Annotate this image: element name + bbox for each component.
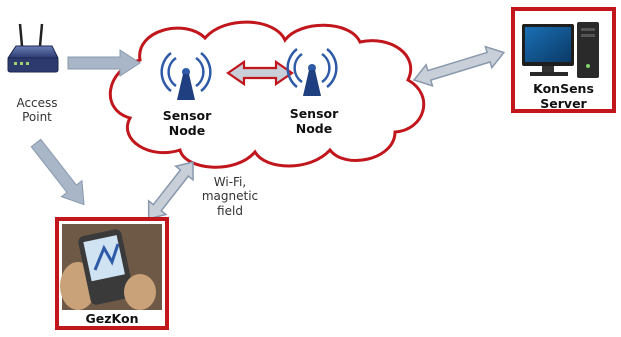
access-point-label-line2: Point (22, 110, 52, 125)
arrow-cloud-to-server (412, 45, 506, 87)
arrow-node-to-node (226, 59, 294, 87)
network-cloud (108, 20, 426, 169)
link-label-line3: field (217, 203, 243, 218)
link-label-line1: Wi-Fi, (213, 175, 247, 189)
phone-label-text: GezKon (85, 311, 139, 326)
sensor-node-left-label-line1: Sensor (162, 108, 212, 123)
phone-label: GezKon (57, 311, 167, 326)
sensor-node-right-label: Sensor Node (287, 106, 341, 136)
sensor-node-right-label-line1: Sensor (289, 106, 339, 121)
arrow-cloud-to-phone (147, 161, 194, 220)
server-label-line2: Server (540, 96, 587, 111)
arrow-ap-to-cloud (67, 49, 141, 77)
sensor-node-left-label: Sensor Node (160, 108, 214, 138)
sensor-node-right-label-line2: Node (295, 121, 333, 136)
sensor-node-left-icon (160, 52, 212, 100)
phone-image (60, 224, 162, 310)
server-label-line1: KonSens (533, 81, 594, 96)
server-computer-icon (522, 22, 599, 78)
sensor-node-left-label-line2: Node (168, 123, 206, 138)
link-label: Wi-Fi, magnetic field (196, 175, 264, 218)
link-label-line2: magnetic (201, 189, 259, 204)
access-point-label: Access Point (8, 96, 66, 125)
access-point-icon (7, 23, 59, 73)
server-label: KonSens Server (513, 81, 614, 111)
sensor-node-right-icon (286, 48, 338, 96)
access-point-label-line1: Access (16, 96, 58, 110)
arrow-ap-to-phone (30, 138, 85, 206)
